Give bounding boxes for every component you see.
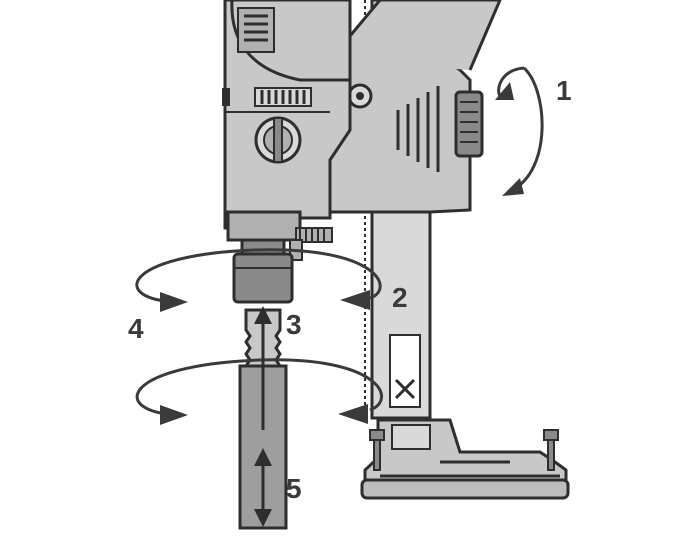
leveling-screw-left bbox=[369, 429, 385, 471]
arrow-step-3 bbox=[254, 306, 272, 430]
stand-base bbox=[360, 418, 570, 500]
drill-grille bbox=[254, 87, 312, 107]
step-label-2: 2 bbox=[392, 282, 408, 313]
drill-body bbox=[222, 0, 352, 261]
mode-selector-dial bbox=[254, 116, 302, 164]
feed-knob bbox=[454, 90, 484, 158]
column-label-plate bbox=[389, 334, 421, 408]
step-label-1: 1 bbox=[556, 75, 572, 106]
carriage-vents bbox=[396, 86, 440, 172]
leveling-screw-right bbox=[543, 429, 559, 471]
arrow-rotation-lower bbox=[135, 358, 384, 425]
arrow-step-1 bbox=[495, 66, 544, 196]
step-label-3: 3 bbox=[286, 309, 302, 340]
arrow-step-2-4 bbox=[135, 248, 382, 312]
step-label-5: 5 bbox=[286, 473, 302, 504]
stand-carriage bbox=[316, 0, 502, 214]
column-cross-mark bbox=[394, 378, 416, 400]
arrow-step-5 bbox=[254, 448, 272, 527]
step-label-4: 4 bbox=[128, 313, 144, 344]
